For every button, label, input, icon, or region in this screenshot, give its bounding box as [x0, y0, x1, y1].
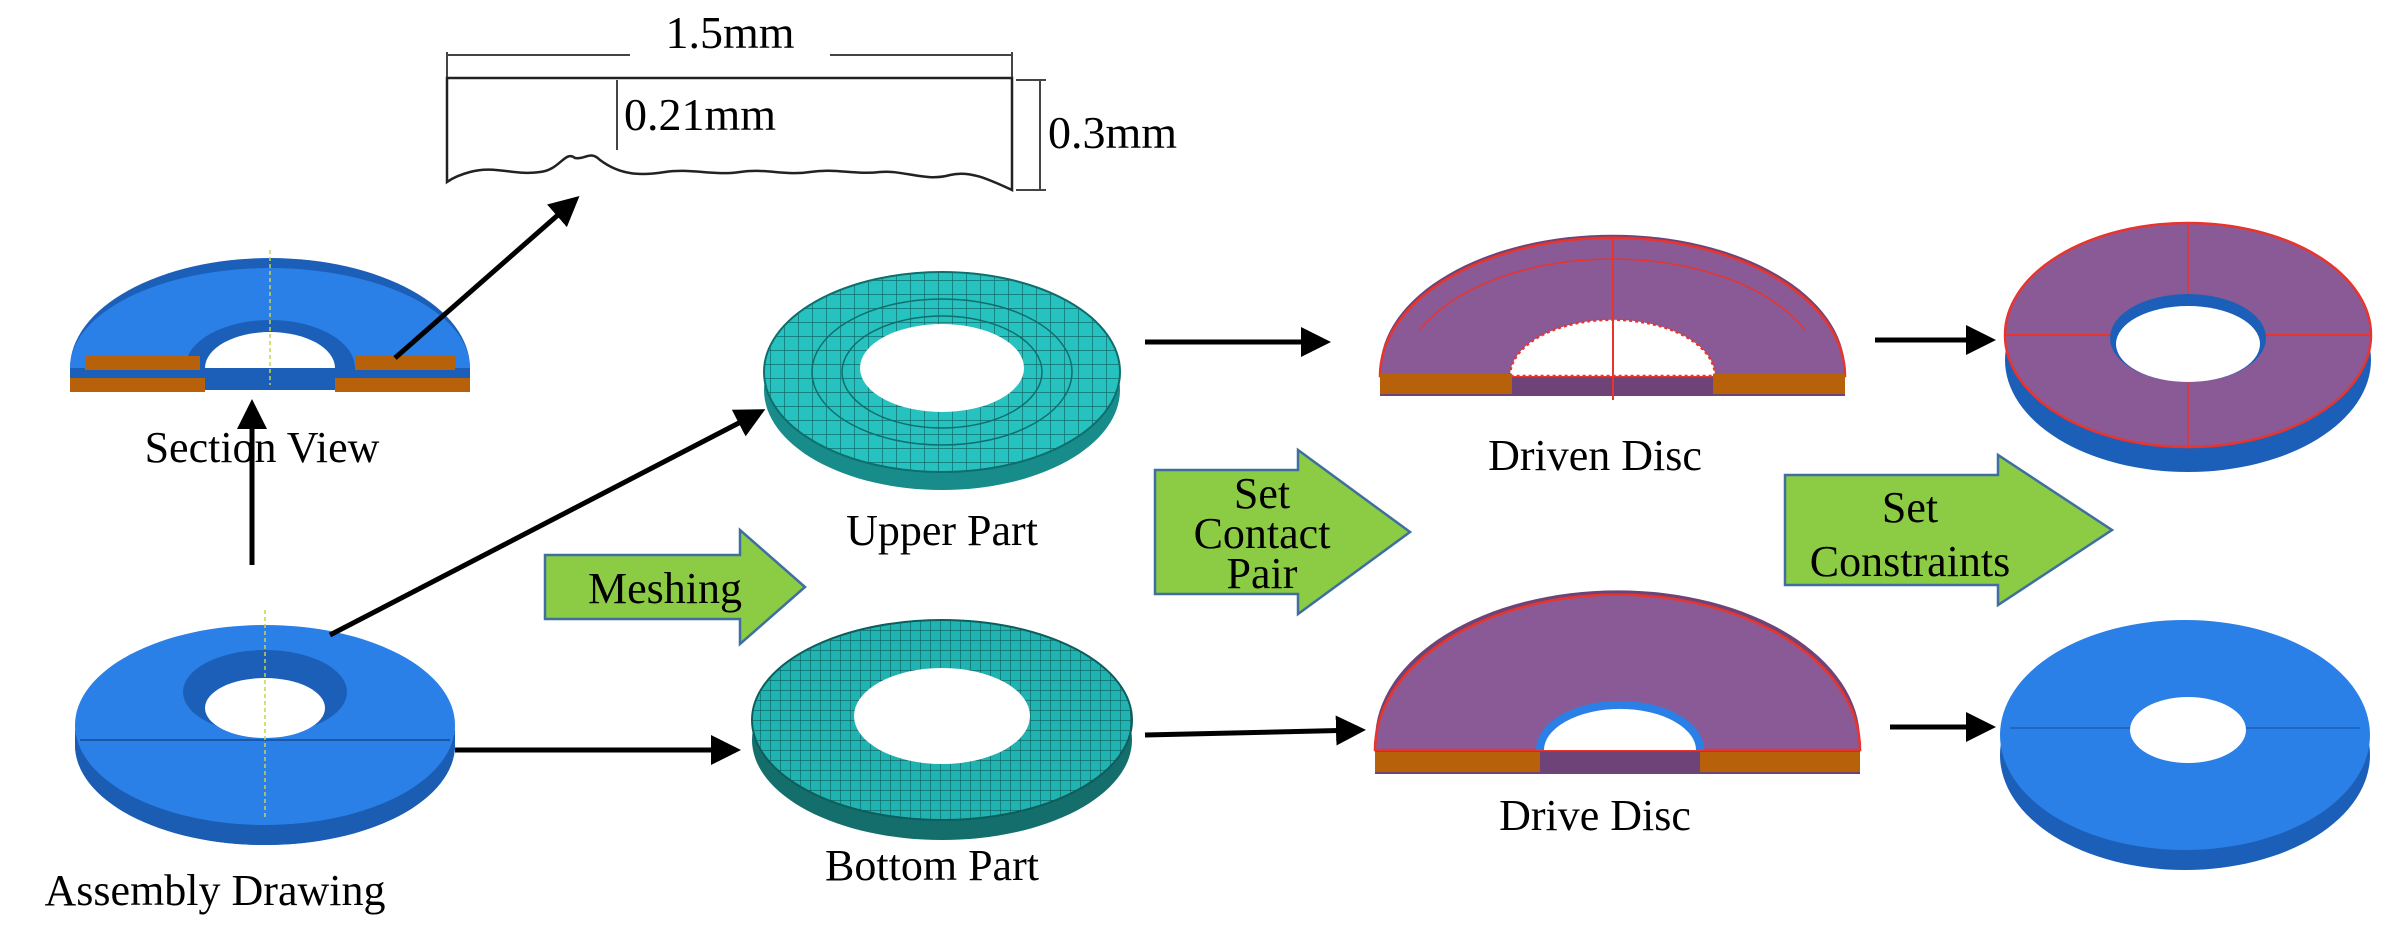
bottom-part-label: Bottom Part — [825, 841, 1039, 890]
section-view-label: Section View — [145, 423, 380, 472]
meshing-step-label: Meshing — [588, 564, 742, 613]
assembly-drawing-label: Assembly Drawing — [45, 866, 386, 915]
arrow-bottom-to-drive — [1144, 715, 1366, 746]
driven-disc-model — [1378, 234, 1847, 400]
dimension-sketch: 1.5mm 0.21mm 0.3mm — [445, 7, 1177, 192]
bottom-part-model — [751, 619, 1133, 840]
driven-disc-label: Driven Disc — [1488, 431, 1702, 480]
width-dimension-label: 1.5mm — [665, 7, 794, 58]
meshing-step-arrow — [543, 527, 807, 647]
constraints-step-line-1: Set — [1882, 483, 1938, 532]
contact-pair-step-line-3: Pair — [1227, 549, 1298, 598]
height-dimension-label: 0.3mm — [1048, 107, 1177, 158]
constraints-step-arrow — [1783, 452, 2115, 608]
step-set-constraints: Set Constraints — [1783, 452, 2115, 608]
surface-profile — [445, 76, 1014, 192]
assembly-drawing-model — [75, 610, 455, 845]
constraints-step-line-2: Constraints — [1810, 537, 2010, 586]
contact-pair-step-line-1: Set — [1234, 469, 1290, 518]
depth-dimension-label: 0.21mm — [624, 89, 776, 140]
flow-arrows — [237, 196, 1996, 765]
upper-part-label: Upper Part — [846, 506, 1038, 555]
step-set-contact-pair: Set Contact Pair — [1153, 447, 1413, 617]
contact-pair-step-line-2: Contact — [1194, 509, 1331, 558]
drive-disc-model — [1373, 590, 1862, 774]
section-view-model — [70, 250, 470, 392]
step-meshing: Meshing — [543, 527, 807, 647]
arrow-assembly-to-upper — [328, 409, 766, 638]
upper-part-model — [763, 271, 1121, 490]
contact-pair-step-arrow — [1153, 447, 1413, 617]
constrained-bottom-model — [2000, 620, 2370, 870]
constrained-upper-model — [2003, 221, 2373, 472]
drive-disc-label: Drive Disc — [1499, 791, 1691, 840]
arrow-section-to-sketch — [393, 196, 580, 360]
